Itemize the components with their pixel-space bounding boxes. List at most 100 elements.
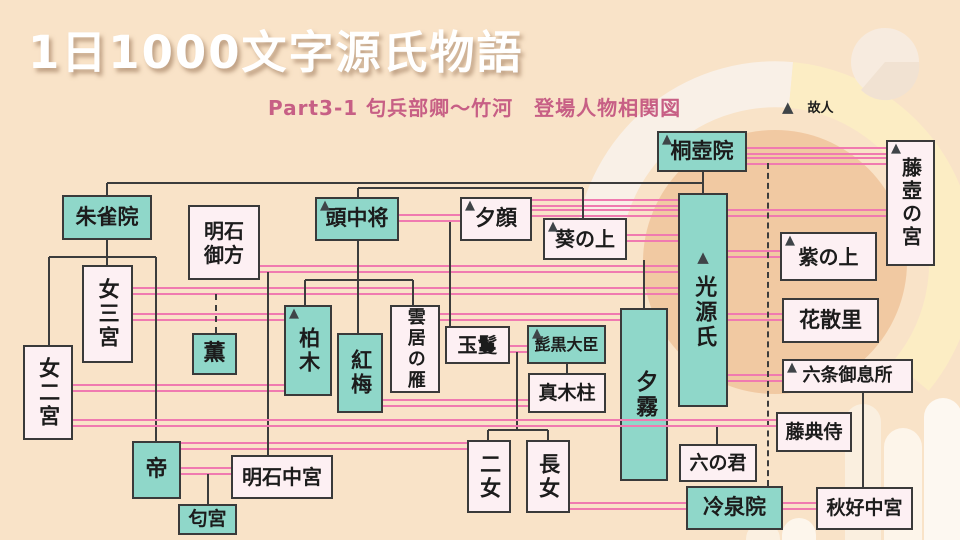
family-line: [267, 272, 269, 455]
person-label: 女二宮: [36, 356, 61, 429]
person-label: 明石中宮: [242, 465, 322, 489]
family-line: [305, 279, 413, 281]
person-label: 明石 御方: [204, 218, 244, 267]
couple-line: [181, 442, 467, 450]
couple-line: [133, 313, 284, 321]
person-box-mikado: 帝: [132, 441, 181, 499]
person-label: 藤典侍: [785, 420, 843, 443]
person-label: 六の君: [689, 451, 747, 474]
deceased-marker-icon: ▲: [785, 233, 795, 248]
person-box-hikarugenji: ▲ 光源氏: [678, 193, 728, 407]
couple-line: [383, 399, 528, 407]
person-box-kaoru: 薫: [192, 333, 237, 375]
person-label: 紅梅: [348, 349, 373, 397]
deceased-marker-icon: ▲: [782, 97, 794, 116]
decor-ring-cream-arc: [577, 61, 794, 236]
person-box-higekuro: ▲髭黒大臣: [527, 325, 606, 364]
family-line: [304, 280, 306, 305]
person-label: 葵の上: [555, 227, 615, 251]
person-label: 雲居の雁: [404, 307, 426, 391]
person-label: 夕顔: [475, 206, 517, 231]
legend-deceased: ▲ 故人: [782, 97, 834, 117]
person-label: 長女: [536, 452, 561, 501]
person-box-tamakazura: 玉鬘: [445, 326, 510, 364]
person-label: 二女: [477, 452, 502, 501]
couple-line: [399, 214, 460, 222]
family-line: [449, 222, 451, 326]
couple-line: [747, 157, 886, 165]
deceased-marker-icon: ▲: [465, 198, 475, 213]
decor-ring-yellow-arc: [788, 62, 960, 391]
person-label: 柏木: [296, 326, 321, 375]
couple-line: [181, 467, 231, 475]
couple-line: [728, 313, 782, 321]
person-label: 秋好中宮: [826, 497, 903, 520]
couple-line: [570, 502, 686, 510]
family-line: [547, 430, 549, 440]
family-line: [487, 430, 489, 440]
couple-line: [510, 345, 527, 353]
person-box-tonochujo: ▲頭中将: [315, 197, 399, 241]
person-box-kobai: 紅梅: [337, 333, 383, 413]
person-label: 桐壺院: [670, 138, 734, 163]
page-subtitle: Part3-1 匂兵部卿〜竹河 登場人物相関図: [268, 96, 682, 120]
family-line: [516, 352, 518, 430]
person-label: 夕霧: [632, 369, 658, 420]
decor-small-circle-slice: [861, 62, 920, 101]
person-box-kiritsuboin: ▲桐壺院: [657, 131, 747, 172]
person-label: 髭黒大臣: [534, 334, 599, 354]
person-box-aoi-no-ue: ▲葵の上: [543, 218, 627, 260]
family-line: [106, 240, 108, 265]
deceased-marker-icon: ▲: [697, 248, 709, 266]
couple-line: [783, 502, 816, 510]
person-label: 光源氏: [691, 275, 717, 350]
person-label: 頭中将: [325, 206, 389, 231]
deceased-marker-icon: ▲: [320, 198, 330, 213]
family-line: [358, 187, 583, 189]
couple-line: [627, 234, 678, 242]
family-line: [702, 172, 704, 193]
person-label: 玉鬘: [457, 333, 498, 357]
person-box-yugiri: 夕霧: [620, 308, 668, 481]
person-box-fujitsubo-no-miya: ▲藤壺の宮: [886, 140, 935, 266]
person-box-akashi-chugu: 明石中宮: [231, 455, 333, 499]
family-line: [412, 280, 414, 305]
person-label: 帝: [145, 456, 168, 482]
person-box-suzakuin: 朱雀院: [62, 195, 152, 240]
family-line: [107, 182, 703, 184]
person-label: 真木柱: [538, 381, 596, 404]
deceased-marker-icon: ▲: [532, 326, 542, 341]
person-label: 藤壺の宮: [898, 157, 923, 249]
deceased-marker-icon: ▲: [662, 132, 672, 147]
family-line: [862, 393, 864, 487]
couple-line: [728, 374, 782, 382]
couple-line: [440, 313, 620, 321]
couple-line: [532, 199, 678, 207]
person-label: 花散里: [799, 307, 862, 332]
couple-line: [73, 384, 284, 392]
person-box-roku-no-kimi: 六の君: [679, 444, 757, 482]
person-box-rokujo-miyasudokoro: ▲六条御息所: [782, 359, 913, 393]
person-label: 紫の上: [798, 244, 859, 269]
family-line: [48, 257, 50, 345]
legend-label: 故人: [807, 101, 834, 116]
family-line: [488, 429, 548, 431]
family-line-putative: [767, 163, 769, 486]
person-box-akashi-no-onkata: 明石 御方: [188, 205, 260, 280]
couple-line: [73, 419, 776, 427]
deceased-marker-icon: ▲: [289, 306, 299, 321]
person-box-chojo: 長女: [526, 440, 570, 513]
page-title: 1日1000文字源氏物語: [28, 26, 524, 79]
couple-line: [260, 265, 678, 273]
person-box-hanachirusato: 花散里: [782, 298, 879, 343]
family-line: [716, 426, 718, 444]
person-box-murasaki-no-ue: ▲紫の上: [780, 232, 877, 281]
family-line: [566, 364, 568, 373]
couple-line: [133, 287, 678, 295]
person-box-onna-san-no-miya: 女三宮: [82, 265, 133, 363]
person-label: 薫: [203, 340, 226, 366]
family-line: [582, 188, 584, 218]
person-label: 匂宮: [188, 508, 227, 531]
person-box-reizeiin: 冷泉院: [686, 486, 783, 530]
person-box-nijo: 二女: [467, 440, 511, 513]
